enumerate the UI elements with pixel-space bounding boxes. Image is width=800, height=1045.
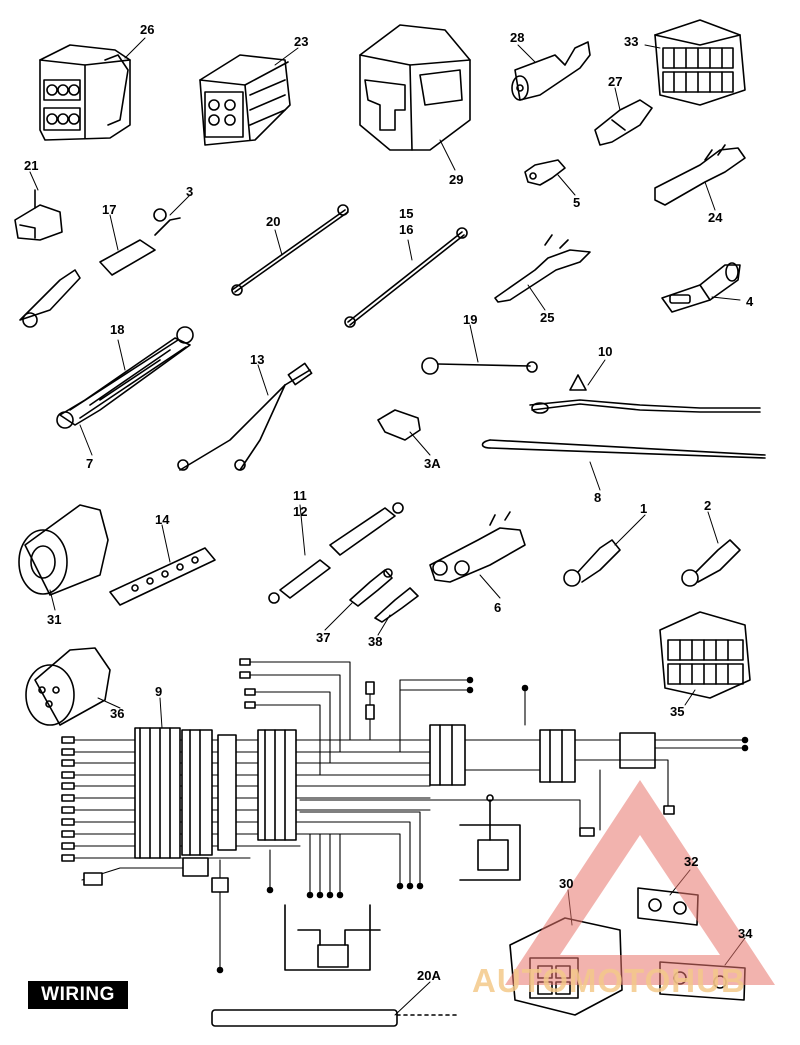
- label-29: 29: [449, 172, 463, 187]
- lead-19: [421, 357, 538, 375]
- lead-20: [231, 204, 349, 296]
- label-27: 27: [608, 74, 622, 89]
- label-28: 28: [510, 30, 524, 45]
- label-3: 3: [186, 184, 193, 199]
- label-5: 5: [573, 195, 580, 210]
- clip-21: [14, 189, 63, 241]
- plate-32: [637, 887, 699, 926]
- terminal-6: [429, 511, 526, 583]
- lead-13: [177, 362, 313, 471]
- lead-11-12: [268, 502, 404, 604]
- terminal-4: [661, 262, 741, 313]
- label-37: 37: [316, 630, 330, 645]
- label-26: 26: [140, 22, 154, 37]
- terminal-27: [594, 99, 653, 146]
- label-23: 23: [294, 34, 308, 49]
- watermark-text: AUTOMOTOHUB: [472, 962, 746, 999]
- label-32: 32: [684, 854, 698, 869]
- label-15: 15: [399, 206, 413, 221]
- label-21: 21: [24, 158, 38, 173]
- label-8: 8: [594, 490, 601, 505]
- ring-terminal-1: [563, 539, 621, 587]
- terminal-25: [494, 234, 591, 303]
- label-11: 11: [293, 488, 307, 503]
- connector-26: [39, 44, 131, 141]
- cable-tie-8: [481, 439, 766, 459]
- clip-3A: [377, 409, 421, 441]
- label-3A: 3A: [424, 456, 441, 471]
- label-20: 20: [266, 214, 280, 229]
- cable-tie-10: [529, 374, 761, 414]
- section-title: WIRING: [28, 981, 128, 1009]
- connector-29: [359, 24, 471, 151]
- label-4: 4: [746, 294, 754, 309]
- bullet-terminal-37: [349, 568, 393, 607]
- label-7: 7: [86, 456, 93, 471]
- label-6: 6: [494, 600, 501, 615]
- label-31: 31: [47, 612, 61, 627]
- label-24: 24: [708, 210, 723, 225]
- connector-33: [654, 19, 746, 106]
- round-connector-36: [25, 647, 111, 726]
- label-35: 35: [670, 704, 684, 719]
- terminal-5: [524, 159, 566, 186]
- watermark-logo: [505, 780, 775, 985]
- connector-35: [659, 611, 751, 699]
- main-harness-9: [61, 658, 749, 974]
- label-16: 16: [399, 222, 413, 237]
- bullet-terminal-38: [374, 587, 419, 623]
- sleeve-20A: [211, 1009, 461, 1027]
- lead-17: [19, 208, 181, 328]
- terminal-28: [511, 41, 591, 101]
- label-14: 14: [155, 512, 170, 527]
- terminal-24: [654, 144, 746, 206]
- label-10: 10: [598, 344, 612, 359]
- label-33: 33: [624, 34, 638, 49]
- label-13: 13: [250, 352, 264, 367]
- label-19: 19: [463, 312, 477, 327]
- terminal-strip-14: [109, 547, 216, 606]
- round-connector-31: [18, 504, 109, 596]
- label-9: 9: [155, 684, 162, 699]
- label-36: 36: [110, 706, 124, 721]
- label-30: 30: [559, 876, 573, 891]
- label-20A: 20A: [417, 968, 441, 983]
- lead-15-16: [344, 227, 468, 328]
- label-38: 38: [368, 634, 382, 649]
- label-12: 12: [293, 504, 307, 519]
- ring-terminal-2: [681, 539, 741, 587]
- label-17: 17: [102, 202, 116, 217]
- label-1: 1: [640, 501, 647, 516]
- label-2: 2: [704, 498, 711, 513]
- connector-23: [199, 54, 291, 146]
- label-25: 25: [540, 310, 554, 325]
- label-18: 18: [110, 322, 124, 337]
- label-34: 34: [738, 926, 753, 941]
- ground-strap-18: [56, 326, 194, 429]
